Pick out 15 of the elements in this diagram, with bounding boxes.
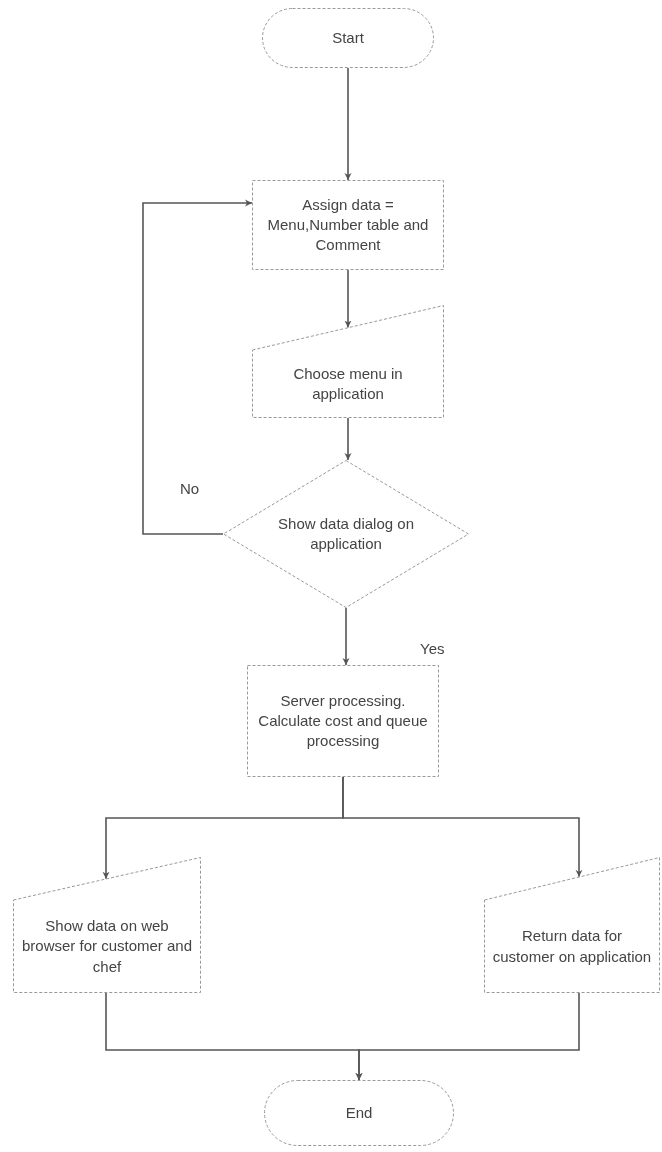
end-terminator: End [264,1080,454,1146]
manual-input-box: Choose menu in application [252,305,444,418]
arrow [344,417,352,461]
arrow [342,607,350,666]
arrow [355,992,580,1081]
manual-input-box: Return data for customer on application [484,857,660,993]
process-box: Assign data = Menu,Number table and Comment [252,180,444,270]
arrow [142,199,253,535]
decision-diamond: Show data dialog on application [223,460,469,608]
manual-input-box: Show data on web browser for customer and chef [13,857,201,993]
start-terminator: Start [262,8,434,68]
arrow [344,269,352,329]
arrow [342,776,583,878]
process-box: Server processing. Calculate cost and queue processing [247,665,439,777]
arrow [344,67,352,181]
